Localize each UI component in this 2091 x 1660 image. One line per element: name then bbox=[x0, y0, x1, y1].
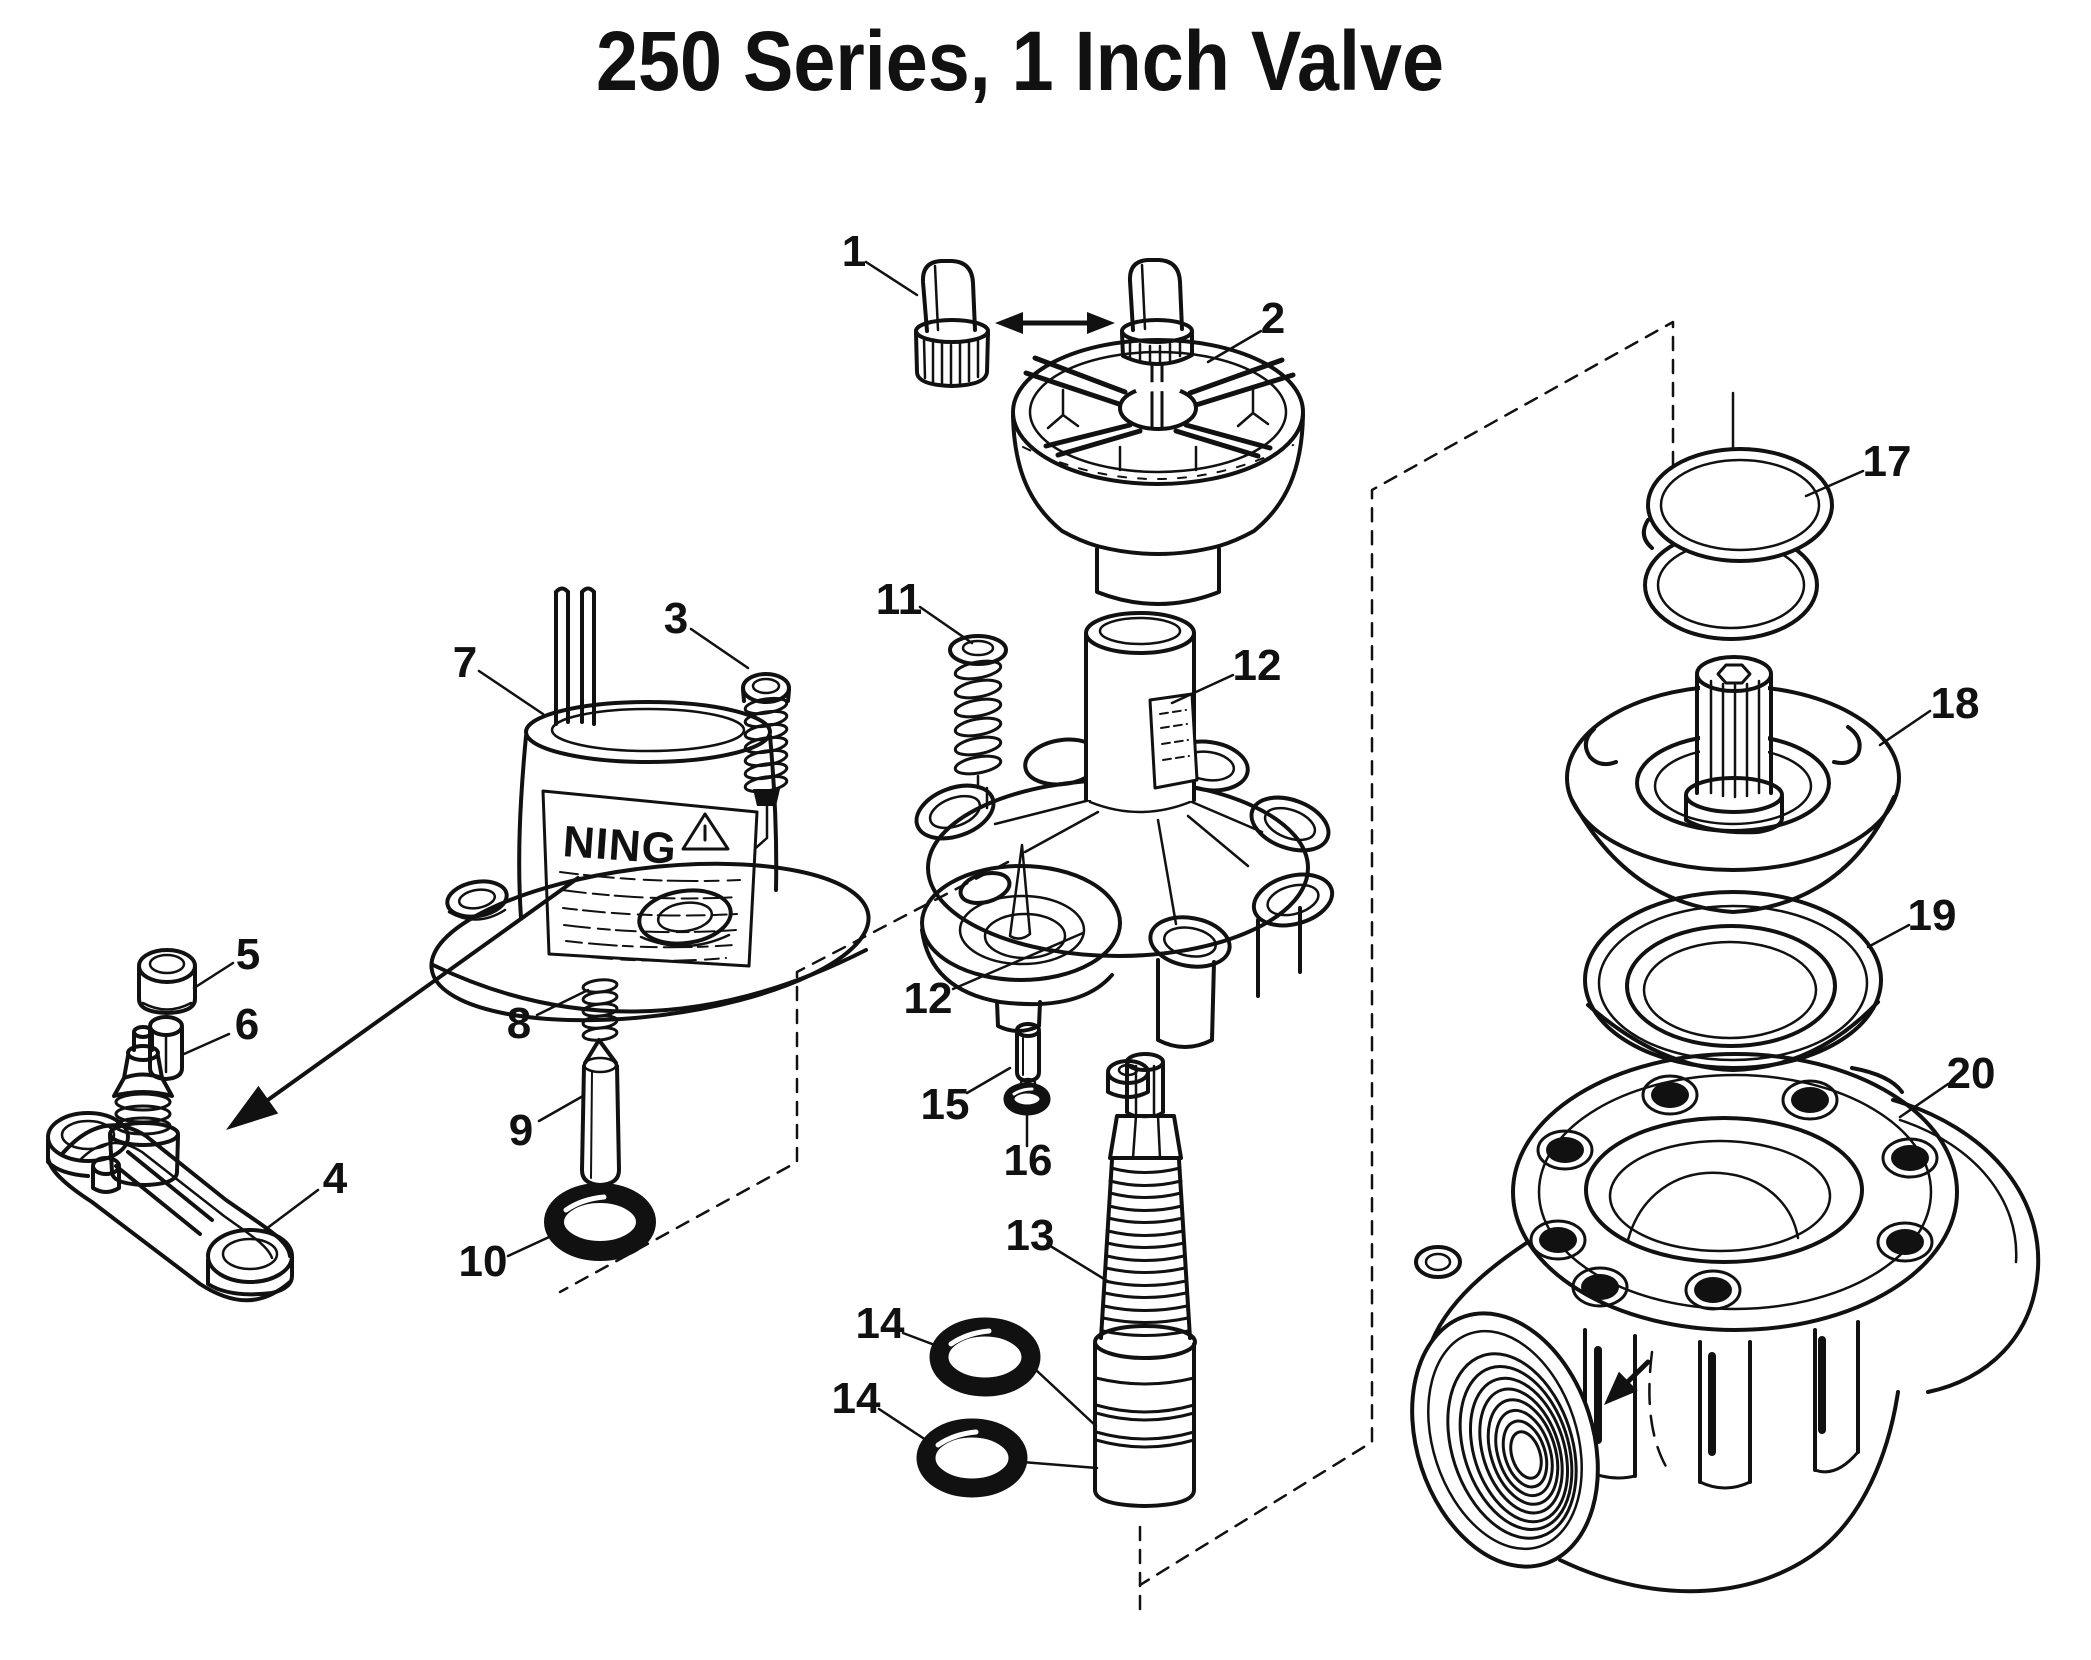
part-2-bonnet-cap bbox=[1011, 258, 1305, 606]
warning-triangle-icon bbox=[681, 812, 730, 851]
part-12-bonnet-assembly bbox=[914, 611, 1335, 1099]
exploded-plane-left bbox=[558, 860, 1010, 1294]
callout-number: 2 bbox=[1261, 294, 1285, 343]
part-15-metering-pin bbox=[1015, 1022, 1041, 1089]
callout-number: 14 bbox=[856, 1299, 905, 1348]
callout-number: 20 bbox=[1947, 1049, 1996, 1098]
handle-position-double-arrow bbox=[995, 312, 1115, 334]
callout-18-diaphragm-assembly: 18 bbox=[1878, 679, 1980, 747]
callout-number: 8 bbox=[507, 999, 531, 1048]
part-10-o-ring bbox=[544, 1183, 656, 1261]
callout-number: 16 bbox=[1004, 1136, 1053, 1185]
callout-leader-line bbox=[951, 931, 1085, 991]
callout-leader-line bbox=[506, 1230, 562, 1258]
o-ring-14a-pointer bbox=[1034, 1368, 1098, 1428]
callout-leader-line bbox=[864, 260, 919, 297]
callout-leader-line bbox=[537, 1094, 585, 1123]
callout-number: 18 bbox=[1931, 679, 1980, 728]
flow-direction-arrow bbox=[1604, 1359, 1651, 1405]
callout-12-bonnet-assembly: 12 bbox=[1170, 641, 1282, 705]
callout-1-handle-knob: 1 bbox=[842, 227, 919, 297]
page-title: 250 Series, 1 Inch Valve bbox=[596, 14, 1444, 108]
callout-leader-line bbox=[1050, 1245, 1111, 1284]
part-14-o-ring-upper bbox=[929, 1317, 1041, 1397]
callout-leader-line bbox=[1866, 923, 1911, 949]
callout-number: 12 bbox=[904, 974, 953, 1023]
arrows bbox=[226, 312, 1651, 1405]
callout-number: 10 bbox=[459, 1237, 508, 1286]
part-3-cap-screw bbox=[741, 672, 791, 806]
callout-17-spring: 17 bbox=[1804, 437, 1912, 498]
callout-leader-line bbox=[918, 605, 974, 645]
callout-leader-line bbox=[689, 627, 750, 670]
callout-20-valve-body: 20 bbox=[1898, 1049, 1996, 1119]
part-20-valve-body bbox=[1410, 1052, 2041, 1594]
part-13-flow-control-stem bbox=[1093, 1052, 1197, 1508]
part-19-seat-ring bbox=[1583, 890, 1883, 1072]
callout-leader-line bbox=[1878, 709, 1932, 747]
callout-2-bonnet-cap: 2 bbox=[1206, 294, 1285, 364]
callout-4-solenoid-adapter: 4 bbox=[260, 1154, 348, 1234]
callout-5-plunger-cap: 5 bbox=[192, 930, 260, 990]
callout-leader-line bbox=[1170, 673, 1235, 705]
callout-number: 19 bbox=[1908, 891, 1957, 940]
callout-number: 5 bbox=[236, 930, 260, 979]
o-ring-14b-pointer bbox=[1020, 1460, 1099, 1470]
part-7-solenoid: NING bbox=[429, 586, 871, 1023]
solenoid-mount-arrow bbox=[226, 876, 580, 1130]
callout-leader-line bbox=[535, 988, 590, 1017]
callout-10-o-ring: 10 bbox=[459, 1230, 562, 1286]
callout-number: 15 bbox=[921, 1080, 970, 1129]
callout-12-bonnet-assembly: 12 bbox=[904, 931, 1085, 1023]
callout-leader-line bbox=[901, 1331, 942, 1349]
callout-number: 6 bbox=[235, 1000, 259, 1049]
callout-leader-line bbox=[965, 1066, 1012, 1095]
callout-number: 11 bbox=[876, 575, 923, 624]
part-11-bleed-spring bbox=[948, 634, 1008, 790]
callout-13-flow-control-stem: 13 bbox=[1006, 1211, 1111, 1284]
callout-number: 9 bbox=[509, 1106, 533, 1155]
callout-number: 17 bbox=[1863, 437, 1912, 486]
part-17-diaphragm-spring bbox=[1641, 447, 1834, 641]
callout-leader-line bbox=[477, 669, 545, 716]
part-4-solenoid-adapter bbox=[46, 1025, 294, 1303]
callout-number: 1 bbox=[842, 227, 866, 276]
callout-number: 14 bbox=[832, 1374, 881, 1423]
callout-7-solenoid: 7 bbox=[453, 638, 545, 716]
callout-leader-line bbox=[1898, 1082, 1950, 1119]
part-1-handle-knob bbox=[914, 259, 990, 388]
callout-8-poppet-spring: 8 bbox=[507, 988, 590, 1048]
callout-leader-line bbox=[1804, 469, 1865, 498]
callout-number: 3 bbox=[664, 594, 688, 643]
callout-leader-line bbox=[1206, 329, 1263, 364]
callout-leader-line bbox=[182, 1032, 231, 1056]
callout-3-cap-screw: 3 bbox=[664, 594, 750, 670]
callout-15-metering-pin: 15 bbox=[921, 1066, 1012, 1129]
callout-6-plunger: 6 bbox=[182, 1000, 259, 1056]
part-5-plunger-cap bbox=[137, 948, 197, 1015]
callout-14-o-ring: 14 bbox=[832, 1374, 928, 1442]
callout-number: 13 bbox=[1006, 1211, 1055, 1260]
exploded-plane-right bbox=[1138, 320, 1675, 1587]
part-18-diaphragm-assembly bbox=[1565, 655, 1901, 914]
callout-19-seat-ring: 19 bbox=[1866, 891, 1957, 949]
callout-number: 12 bbox=[1233, 641, 1282, 690]
part-6-plunger bbox=[148, 1015, 184, 1081]
callout-14-o-ring: 14 bbox=[856, 1299, 942, 1349]
part-16-o-ring bbox=[1003, 1082, 1051, 1116]
callout-leader-line bbox=[260, 1188, 320, 1234]
part-12-sticker bbox=[1148, 692, 1199, 790]
part-9-poppet bbox=[580, 1038, 621, 1187]
part-14-o-ring-lower bbox=[916, 1418, 1028, 1498]
callout-number: 7 bbox=[453, 638, 477, 687]
warning-label-text: NING bbox=[561, 817, 678, 874]
callout-number: 4 bbox=[323, 1154, 348, 1203]
callout-leader-line bbox=[192, 961, 235, 990]
callout-16-o-ring-small: 16 bbox=[1004, 1114, 1053, 1185]
callout-leader-line bbox=[877, 1407, 928, 1442]
callout-11-bleed-spring: 11 bbox=[876, 575, 974, 645]
callout-9-poppet: 9 bbox=[509, 1094, 585, 1155]
